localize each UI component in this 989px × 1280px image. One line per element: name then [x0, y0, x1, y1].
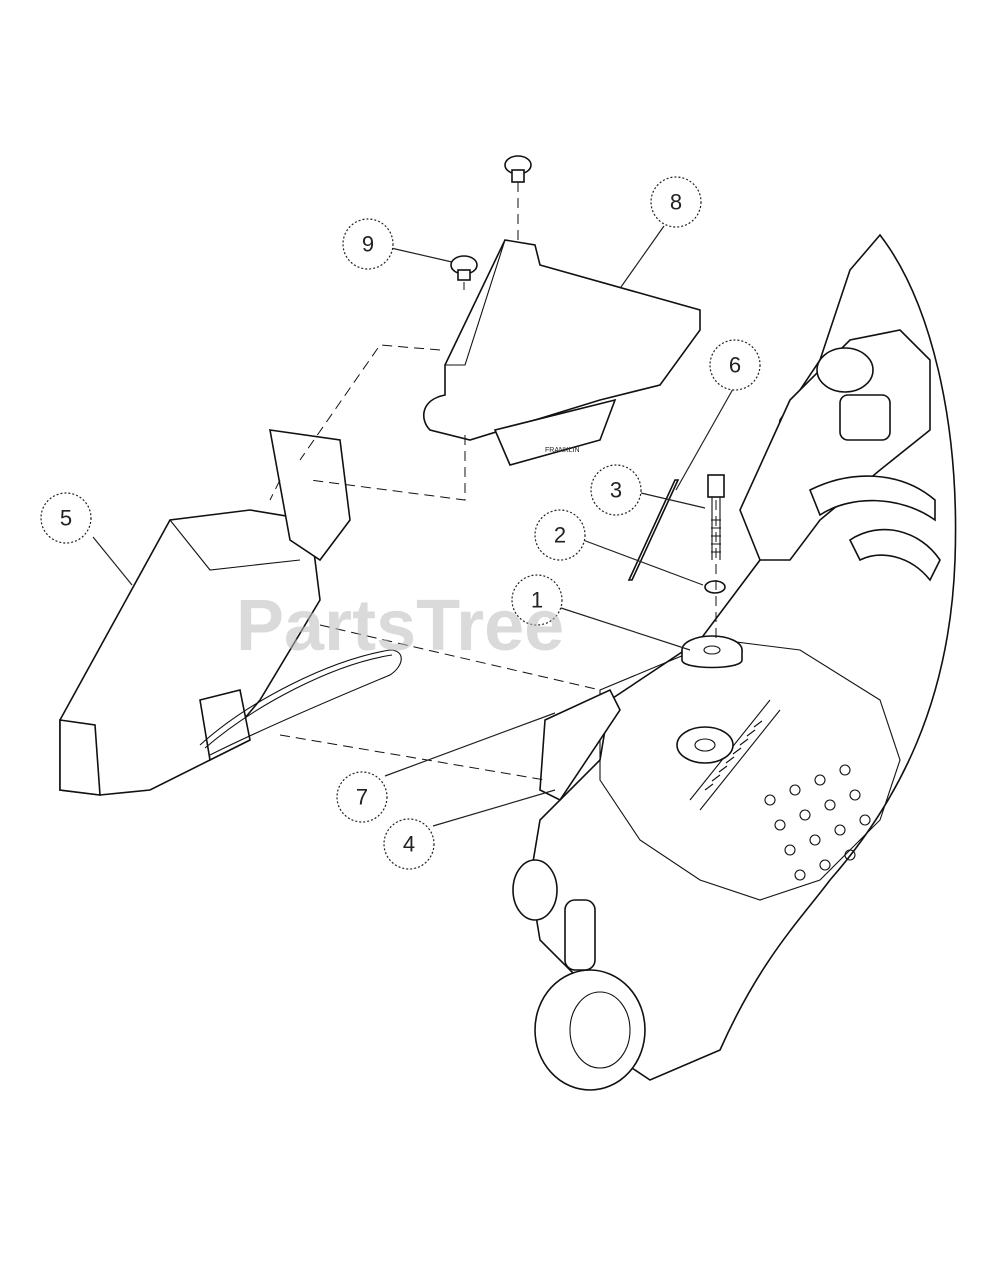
svg-text:FRANKLIN: FRANKLIN [545, 447, 580, 454]
callout-7: 7 [336, 771, 388, 823]
svg-text:7: 7 [356, 785, 368, 810]
bolt [707, 474, 725, 498]
caster-wheel [512, 859, 646, 1091]
leader-lines [92, 225, 734, 827]
callout-1: 1 [511, 574, 563, 626]
svg-text:2: 2 [554, 523, 566, 548]
callout-8: 8 [650, 176, 702, 228]
deck-vent-holes [764, 764, 871, 881]
svg-text:5: 5 [60, 506, 72, 531]
callout-3: 3 [590, 464, 642, 516]
svg-text:1: 1 [531, 588, 543, 613]
svg-text:3: 3 [610, 478, 622, 503]
svg-text:6: 6 [729, 353, 741, 378]
spring-assembly [676, 699, 781, 811]
svg-text:4: 4 [403, 832, 415, 857]
fuel-cap [816, 347, 874, 393]
callout-2: 2 [534, 509, 586, 561]
pulley-parts [627, 474, 743, 669]
assembly-lines [269, 182, 717, 781]
knob-9 [450, 255, 478, 281]
callout-6: 6 [709, 339, 761, 391]
idler-pulley [676, 726, 734, 764]
callout-9: 9 [342, 218, 394, 270]
svg-text:8: 8 [670, 190, 682, 215]
knob-top [504, 155, 532, 183]
chute-cover: FRANKLIN [422, 155, 701, 466]
discharge-chute [59, 429, 402, 796]
deck-bracket [539, 688, 621, 802]
washer [704, 580, 726, 594]
rod [627, 479, 680, 581]
callout-4: 4 [383, 818, 435, 870]
svg-text:9: 9 [362, 232, 374, 257]
watermark: PartsTree [236, 586, 564, 666]
callout-5: 5 [40, 492, 92, 544]
